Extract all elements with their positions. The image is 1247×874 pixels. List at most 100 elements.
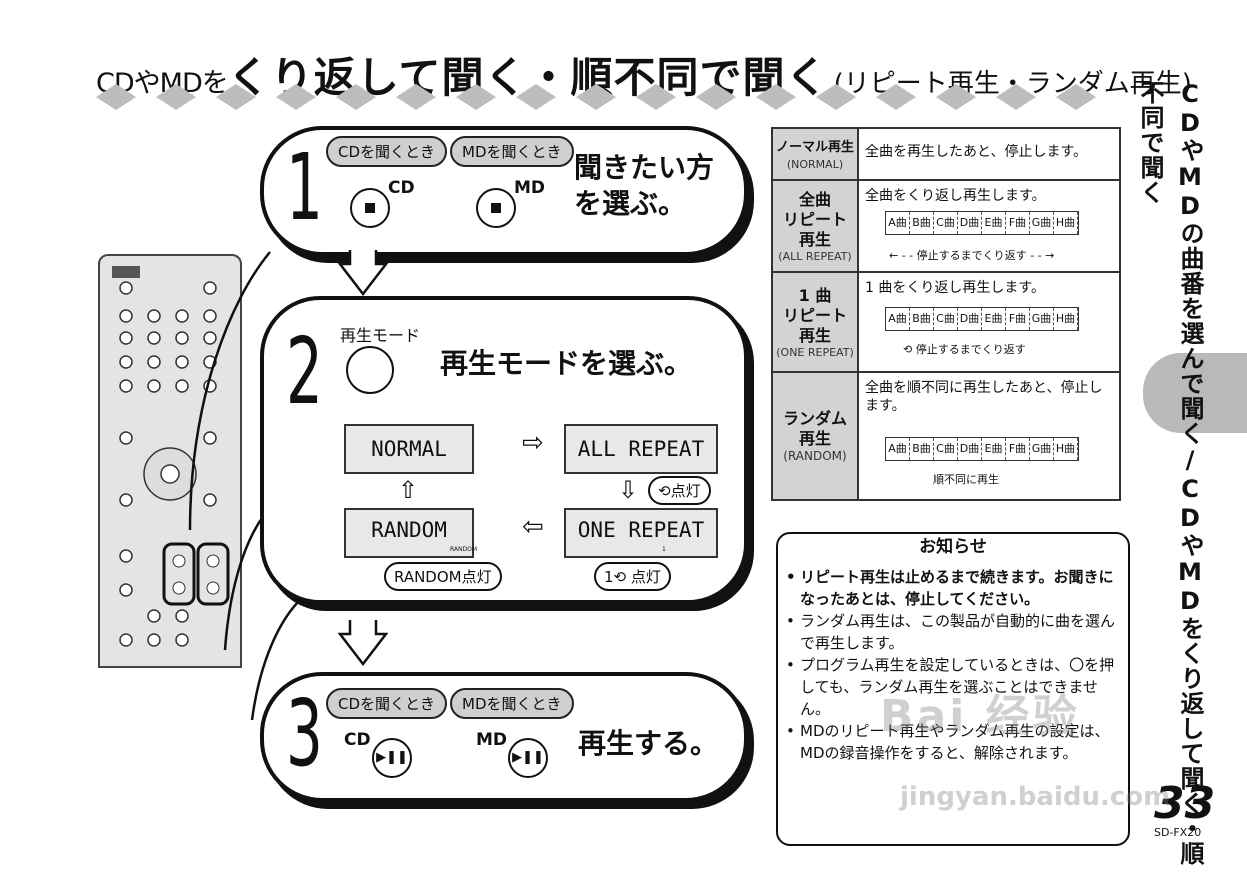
track-cell: B曲 [910,212,934,234]
diamond-border [96,84,1096,110]
track-cell: A曲 [886,212,910,234]
table-row: 全曲 リピート 再生 (ALL REPEAT) 全曲をくり返し再生します。 A曲… [773,181,1119,273]
notice-item: リピート再生は止めるまで続きます。お聞きになったあとは、停止してください。 [786,566,1122,610]
step1-instruction-line2: を選ぶ。 [574,187,687,220]
step3-number: 3 [286,680,323,787]
random-tiny-label: RANDOM [450,546,478,553]
one-repeat-indicator-text: 点灯 [630,568,661,586]
mode-all-repeat-display: ALL REPEAT [564,424,718,474]
stop-square-icon [491,203,501,213]
cd-play-button[interactable] [350,188,390,228]
cd-label: CD [388,178,415,198]
play-mode-button[interactable] [346,346,394,394]
down-arrow-icon [338,620,388,666]
track-cell: H曲 [1054,438,1078,460]
row-label: 1 曲 リピート 再生 (ONE REPEAT) [773,273,859,371]
track-cell: D曲 [958,308,982,330]
loop-caption: ⟲ 停止するまでくり返す [903,343,1026,356]
row-label-en: (ALL REPEAT) [778,249,852,263]
step3-bubble: 3 CDを聞くとき MDを聞くとき CD ▶❚❚ MD ▶❚❚ 再生する。 [260,672,748,802]
left-arrow-icon: ⇦ [522,512,544,542]
all-repeat-indicator-text: 点灯 [670,482,701,500]
play-pause-icon: ▶❚❚ [376,750,408,765]
one-repeat-indicator-num: 1 [604,568,614,586]
play-mode-table: ノーマル再生 (NORMAL) 全曲を再生したあと、停止します。 全曲 リピート… [771,127,1121,501]
track-cell: G曲 [1030,212,1054,234]
track-cell: E曲 [982,212,1006,234]
step1-instruction-line1: 聞きたい方 [574,151,715,184]
row-label-jp: リピート [782,209,847,229]
row-label-jp: リピート [782,305,847,325]
repeat-arrow-icon: ⟲ [613,568,627,586]
cd-play-pause-button[interactable]: ▶❚❚ [372,738,412,778]
track-cell: C曲 [934,438,958,460]
all-repeat-indicator: ⟲点灯 [648,476,711,505]
table-row: 1 曲 リピート 再生 (ONE REPEAT) 1 曲をくり返し再生します。 … [773,273,1119,373]
row-label: ノーマル再生 (NORMAL) [773,129,859,179]
track-cell: B曲 [910,308,934,330]
play-pause-icon: ▶❚❚ [512,750,544,765]
row-label-jp: 再生 [798,429,831,448]
random-caption: 順不同に再生 [933,473,999,486]
track-cell: E曲 [982,438,1006,460]
watermark: Bai 经验 [880,691,1080,742]
one-repeat-indicator: 1⟲ 点灯 [594,562,671,591]
side-title: CDやMDの曲番を選んで聞く/CDやMDをくり返して聞く・順不同で聞く [1136,80,1204,866]
row-label-jp: ノーマル再生 [775,139,854,155]
step1-md-pill: MDを聞くとき [450,136,574,167]
mode-one-repeat-display: ONE REPEAT 1 [564,508,718,558]
track-cell: D曲 [958,438,982,460]
right-arrow-icon: ⇨ [522,428,544,458]
track-cell: B曲 [910,438,934,460]
track-cell: C曲 [934,212,958,234]
mode-one-repeat-text: ONE REPEAT [577,518,705,542]
track-cell: H曲 [1054,212,1078,234]
step1-instruction: 聞きたい方 を選ぶ。 [574,150,714,222]
row-label-jp: 再生 [798,229,831,249]
one-tiny-label: 1 [662,546,666,553]
md-play-pause-button[interactable]: ▶❚❚ [508,738,548,778]
cd-label: CD [344,730,371,750]
row-label: 全曲 リピート 再生 (ALL REPEAT) [773,181,859,271]
row-label-en: (NORMAL) [786,157,844,171]
track-cell: F曲 [1006,438,1030,460]
page-number: 33 [1154,778,1216,829]
track-cell: G曲 [1030,438,1054,460]
step1-number: 1 [286,134,323,241]
repeat-arrow-icon: ⟲ [658,482,671,500]
notice-list: リピート再生は止めるまで続きます。お聞きになったあとは、停止してください。 ラン… [786,566,1122,764]
notice-title-text: お知らせ [907,537,999,557]
md-label: MD [514,178,546,198]
down-arrow-icon [338,250,388,296]
play-mode-label: 再生モード [340,326,421,345]
loop-caption: ← - - 停止するまでくり返す - - → [889,249,1055,262]
notice-box: お知らせ リピート再生は止めるまで続きます。お聞きになったあとは、停止してくださ… [776,532,1130,846]
table-row: ノーマル再生 (NORMAL) 全曲を再生したあと、停止します。 [773,129,1119,181]
row-desc: 全曲をくり返し再生します。 [865,188,1046,204]
mode-normal-display: NORMAL [344,424,474,474]
track-cell: A曲 [886,438,910,460]
section-tab [1143,353,1247,433]
row-desc: 全曲を順不同に再生したあと、停止します。 [865,380,1103,414]
md-play-button[interactable] [476,188,516,228]
track-cell: E曲 [982,308,1006,330]
stop-square-icon [365,203,375,213]
mode-random-display: RANDOM RANDOM [344,508,478,558]
notice-item: ランダム再生は、この製品が自動的に曲を選んで再生します。 [786,610,1122,654]
row-label-jp: ランダム [782,409,847,428]
notice-item: MDのリピート再生やランダム再生の設定は、MDの録音操作をすると、解除されます。 [786,720,1122,764]
step3-md-pill: MDを聞くとき [450,688,574,719]
track-cell: D曲 [958,212,982,234]
step2-instruction: 再生モードを選ぶ。 [440,347,693,380]
random-indicator: RANDOM点灯 [384,562,502,591]
track-cell: C曲 [934,308,958,330]
up-arrow-icon: ⇧ [398,476,419,504]
loop-caption-text: 停止するまでくり返す [915,343,1026,356]
down-arrow-icon: ⇩ [618,476,639,504]
row-label-jp: 再生 [798,325,831,345]
md-label: MD [476,730,508,750]
notice-item: プログラム再生を設定しているときは、〇を押しても、ランダム再生を選ぶことはできま… [786,654,1122,720]
track-cell: F曲 [1006,308,1030,330]
track-cell: A曲 [886,308,910,330]
